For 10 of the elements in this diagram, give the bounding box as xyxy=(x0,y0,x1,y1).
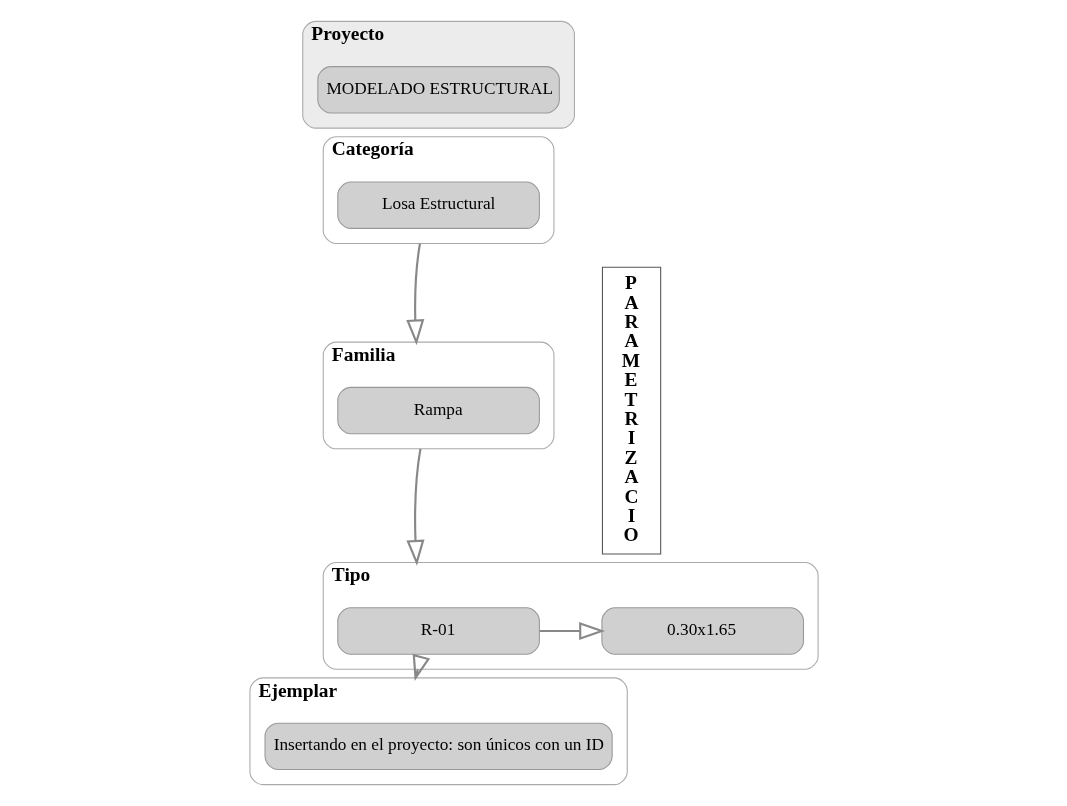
node-box: 0.30x1.65 xyxy=(600,607,804,655)
node-box: R-01 xyxy=(336,607,540,655)
node-box: Insertando en el proyecto: son únicos con un ID xyxy=(264,722,613,771)
arrow xyxy=(405,448,424,566)
node-box: Losa Estructural xyxy=(336,181,540,229)
arrow xyxy=(539,621,605,641)
node-box: MODELADO ESTRUCTURAL xyxy=(316,66,560,114)
arrow xyxy=(405,243,424,346)
node-box: P A R A M E T R I Z A C I O xyxy=(601,266,661,555)
node-box: Rampa xyxy=(336,386,540,435)
